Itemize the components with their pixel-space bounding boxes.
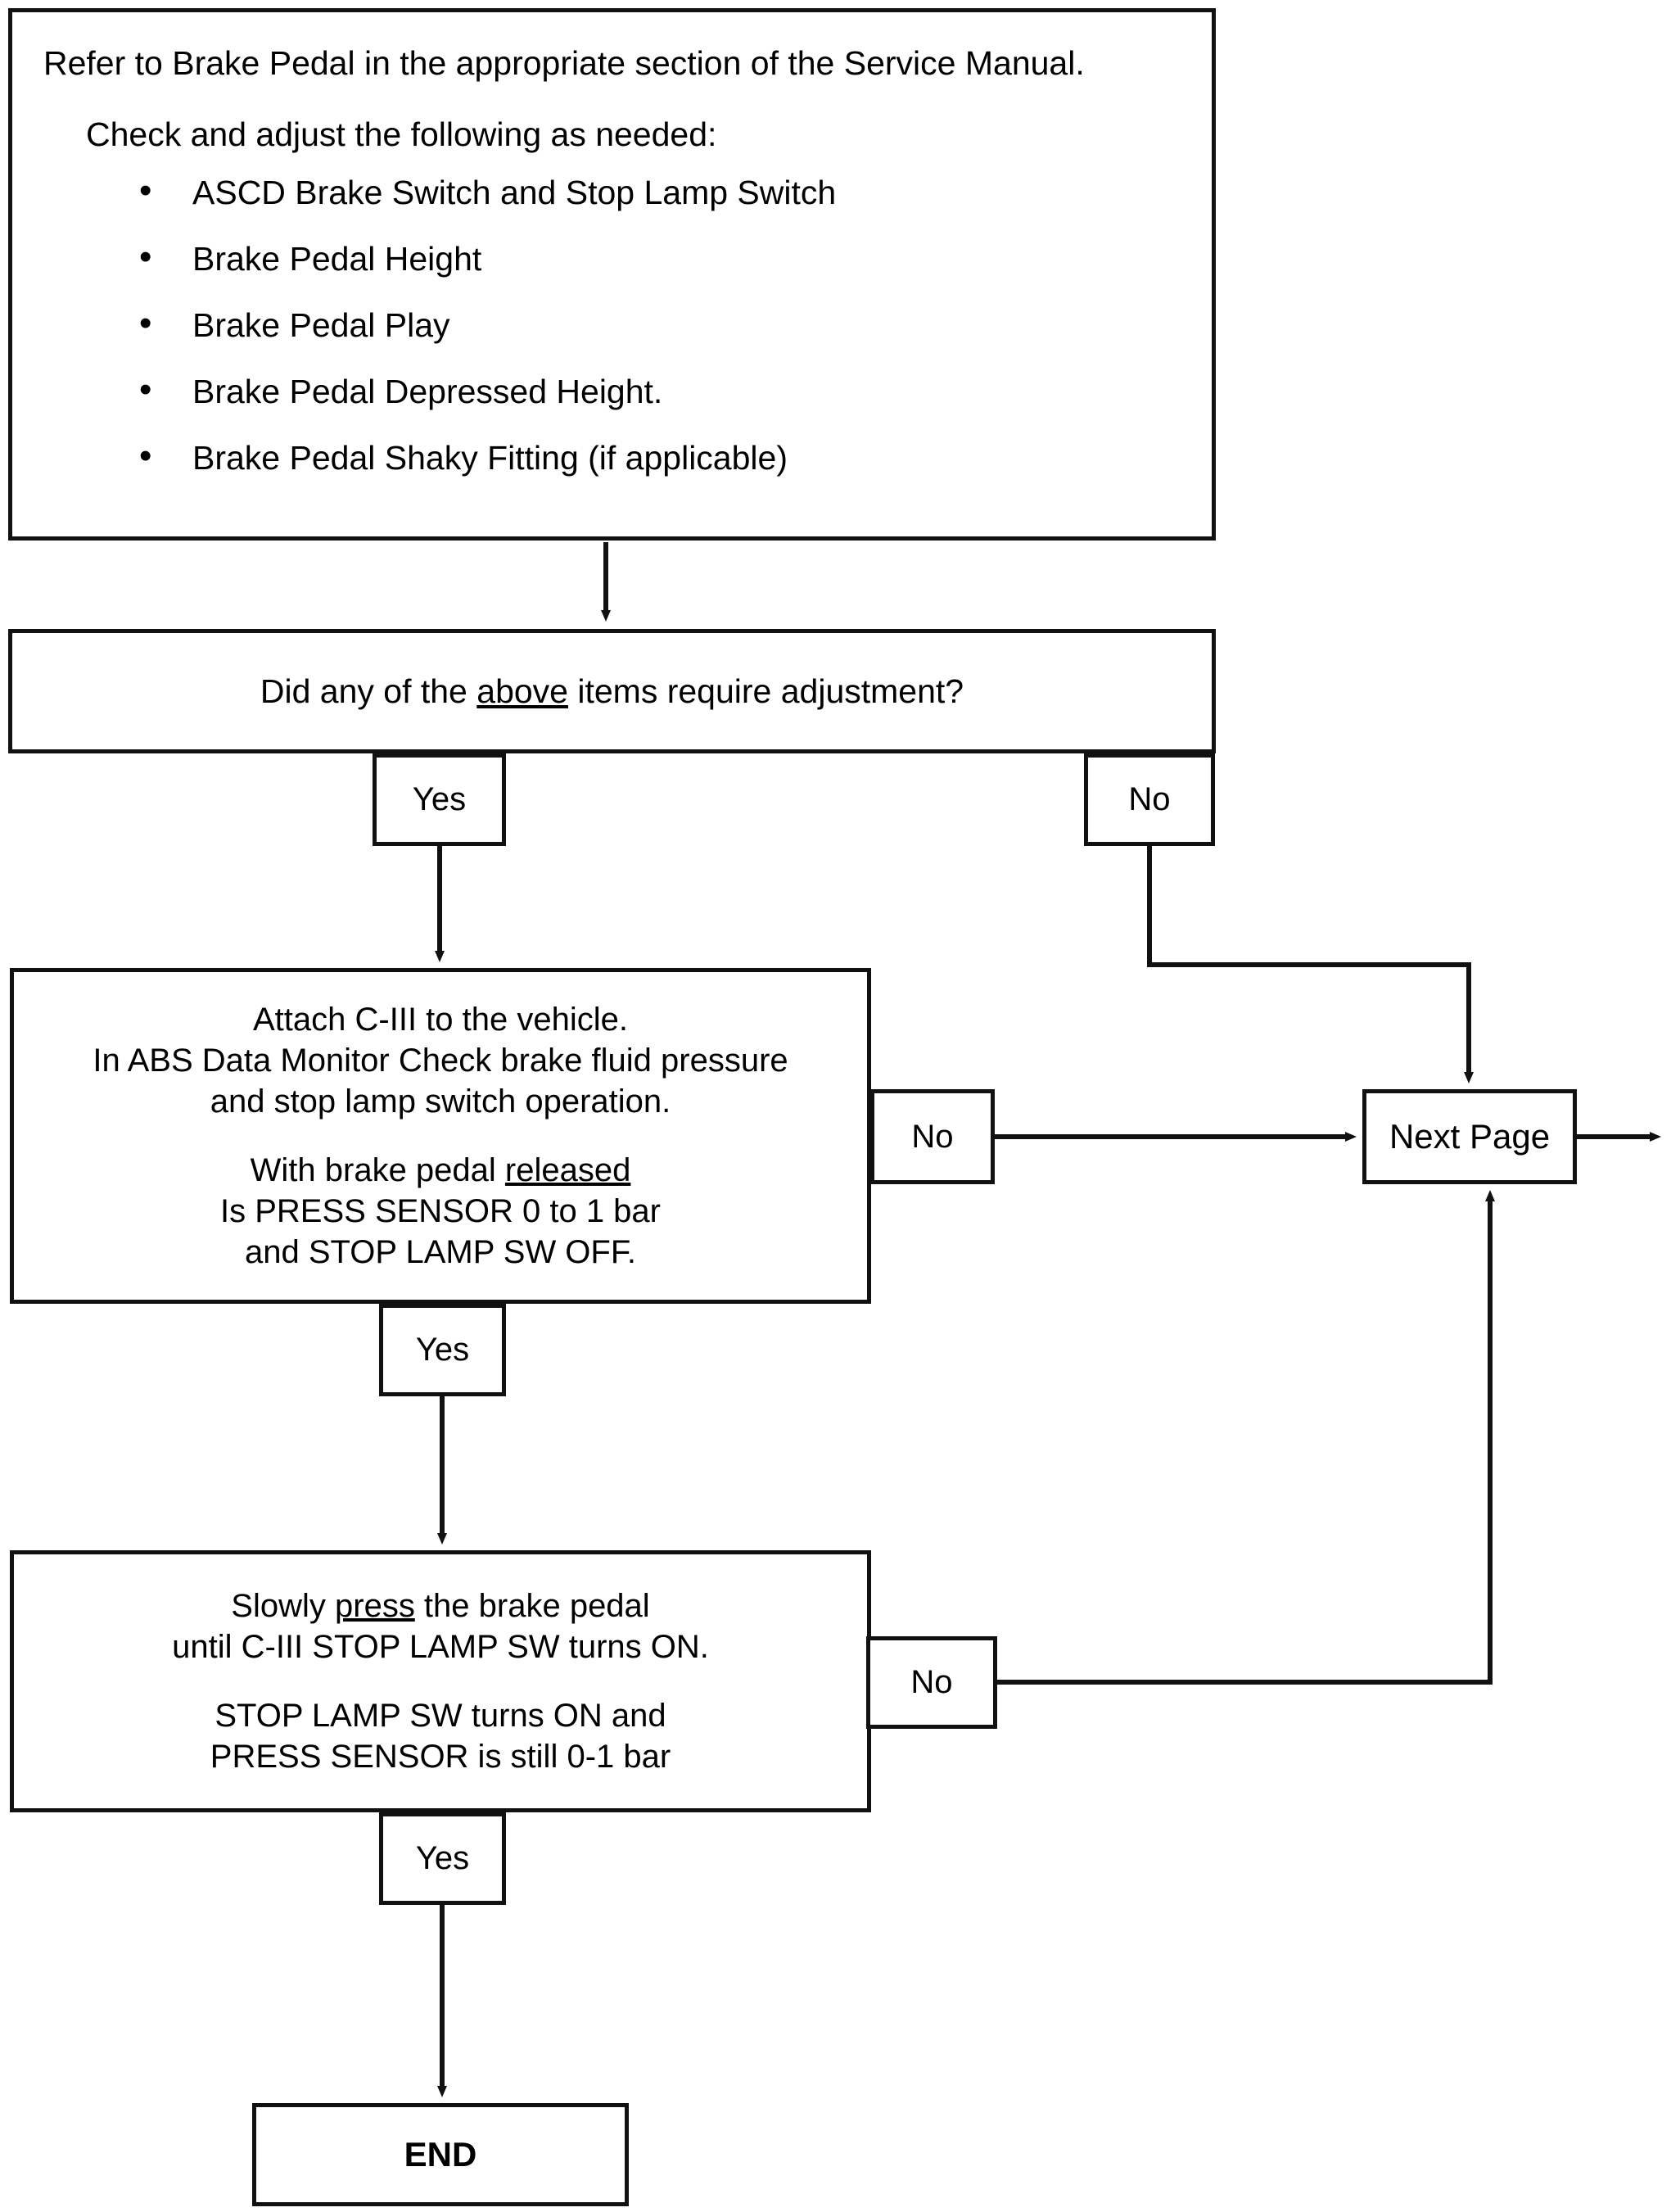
list-item: Brake Pedal Play bbox=[37, 305, 1187, 342]
press-line-1: Slowly press the brake pedal bbox=[231, 1585, 649, 1626]
attach-line-1: Attach C-III to the vehicle. bbox=[253, 1002, 628, 1038]
press-line-1-suffix: the brake pedal bbox=[414, 1588, 650, 1624]
decision-question-text: Did any of the above items require adjus… bbox=[260, 672, 964, 711]
list-item: Brake Pedal Shaky Fitting (if applicable… bbox=[37, 438, 1187, 475]
list-item: ASCD Brake Switch and Stop Lamp Switch bbox=[37, 173, 1187, 210]
press-line-4: PRESS SENSOR is still 0-1 bar bbox=[210, 1739, 671, 1775]
attach-line-3: and stop lamp switch operation. bbox=[210, 1083, 671, 1120]
intro-line-1: Refer to Brake Pedal in the appropriate … bbox=[43, 44, 1085, 82]
attach-line-5: Is PRESS SENSOR 0 to 1 bar bbox=[220, 1193, 661, 1229]
connector-no1-to-next-page bbox=[1147, 846, 1474, 1083]
branch-label-text: Yes bbox=[415, 1332, 470, 1368]
branch-label-text: No bbox=[911, 1118, 954, 1155]
instruction-box: Refer to Brake Pedal in the appropriate … bbox=[8, 8, 1216, 541]
intro-line-2: Check and adjust the following as needed… bbox=[86, 115, 717, 153]
branch-label-yes-press: Yes bbox=[379, 1812, 506, 1905]
press-line-3: STOP LAMP SW turns ON and bbox=[215, 1698, 666, 1734]
question-suffix: items require adjustment? bbox=[567, 672, 964, 710]
branch-label-no-attach: No bbox=[870, 1089, 995, 1184]
process-box-slowly-press: Slowly press the brake pedal until C-III… bbox=[10, 1550, 871, 1812]
press-line-1-underlined: press bbox=[335, 1588, 415, 1624]
adjustment-item-list: ASCD Brake Switch and Stop Lamp Switch B… bbox=[37, 173, 1187, 508]
press-line-1-prefix: Slowly bbox=[231, 1588, 335, 1624]
list-item: Brake Pedal Depressed Height. bbox=[37, 372, 1187, 409]
attach-line-2: In ABS Data Monitor Check brake fluid pr… bbox=[93, 1043, 788, 1079]
branch-label-no-press: No bbox=[866, 1636, 997, 1729]
branch-label-no-adjustment: No bbox=[1084, 753, 1215, 846]
attach-line-6: and STOP LAMP SW OFF. bbox=[245, 1234, 636, 1270]
list-item: Brake Pedal Height bbox=[37, 239, 1187, 276]
decision-box-adjustment: Did any of the above items require adjus… bbox=[8, 629, 1216, 753]
next-page-label: Next Page bbox=[1389, 1117, 1551, 1156]
question-underlined-word: above bbox=[476, 672, 568, 710]
press-line-2: until C-III STOP LAMP SW turns ON. bbox=[172, 1629, 709, 1665]
branch-label-text: Yes bbox=[412, 781, 467, 817]
branch-label-yes-attach: Yes bbox=[379, 1304, 506, 1396]
process-box-attach-cin: Attach C-III to the vehicle. In ABS Data… bbox=[10, 968, 871, 1304]
connector-no3-to-next-page bbox=[997, 1190, 1495, 1685]
attach-line-4-prefix: With brake pedal bbox=[250, 1152, 505, 1188]
attach-line-4-underlined: released bbox=[504, 1152, 631, 1188]
attach-line-4: With brake pedal released bbox=[251, 1150, 631, 1191]
branch-label-yes-adjustment: Yes bbox=[373, 753, 506, 846]
branch-label-text: Yes bbox=[415, 1840, 470, 1876]
branch-label-text: No bbox=[910, 1664, 953, 1700]
question-prefix: Did any of the bbox=[260, 672, 477, 710]
branch-label-text: No bbox=[1128, 781, 1171, 817]
terminator-box-end: END bbox=[252, 2103, 629, 2206]
end-label: END bbox=[404, 2135, 477, 2174]
connector-box-next-page: Next Page bbox=[1362, 1089, 1577, 1184]
